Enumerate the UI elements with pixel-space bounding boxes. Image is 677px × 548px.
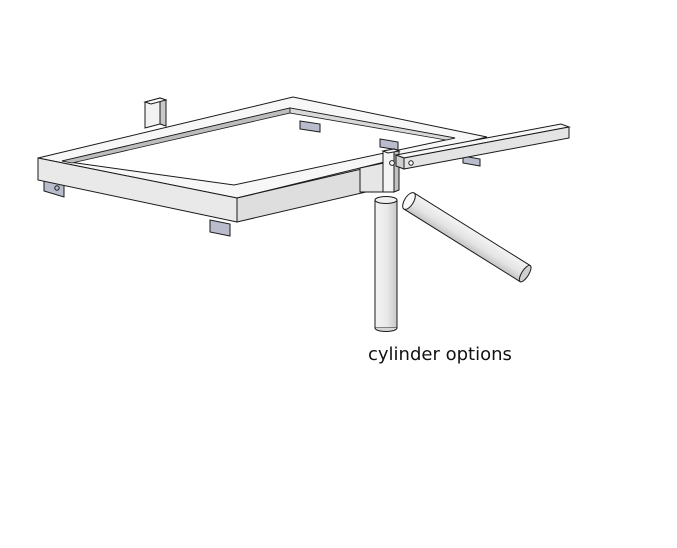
mounting-tab-right: [462, 155, 481, 167]
diagonal-cylinder: [402, 192, 532, 283]
extension-arm: [394, 123, 571, 170]
rectangular-frame: [37, 96, 488, 223]
vertical-cylinder: [374, 196, 398, 332]
caption-label: cylinder options: [368, 344, 512, 365]
back-post: [143, 97, 168, 129]
corner-bracket: [359, 148, 401, 193]
mounting-tab-back-1: [299, 120, 321, 133]
mounting-tab-front: [209, 219, 231, 237]
mounting-tab-back-2: [379, 138, 399, 151]
